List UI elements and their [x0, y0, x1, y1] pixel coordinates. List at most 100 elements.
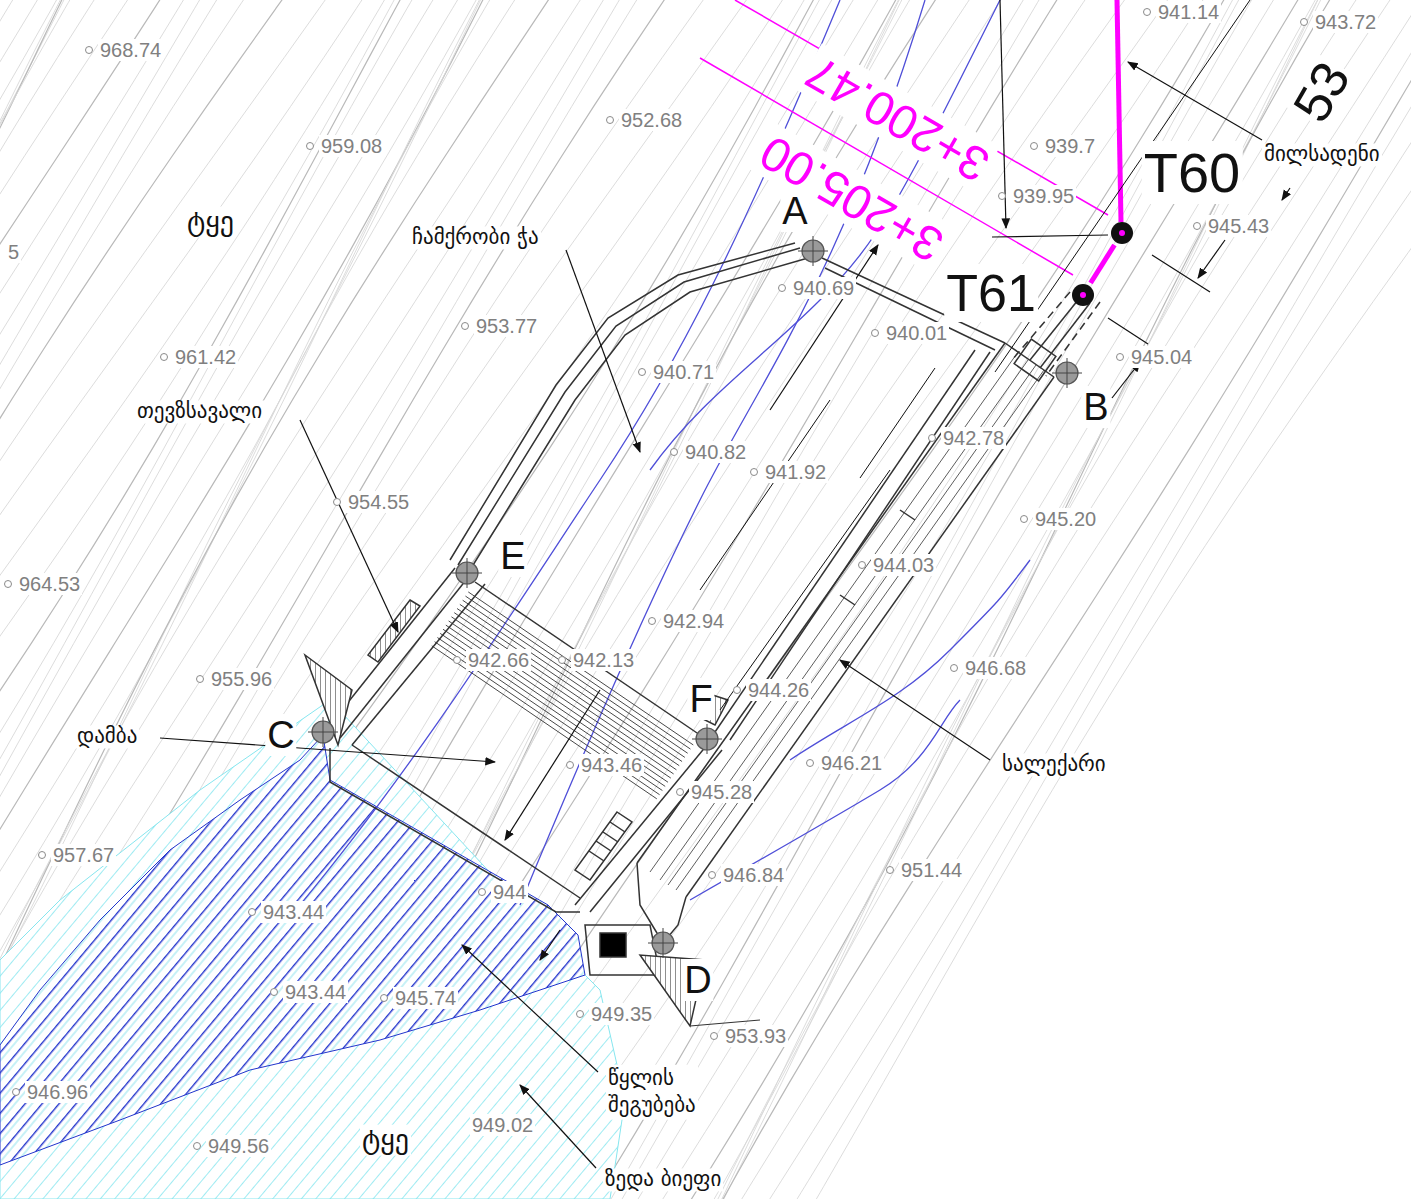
reference-line — [992, 235, 1108, 237]
part-name: ზედა ბიეფი — [603, 1168, 723, 1191]
label-box: 949.56 — [193, 1135, 271, 1157]
elevation-label: 955.96 — [209, 668, 274, 690]
elevation-point — [1030, 142, 1038, 150]
elevation-point — [306, 142, 314, 150]
label-box: თევზსავალი — [135, 400, 264, 423]
area-name: ტყე — [185, 207, 236, 238]
marker-cross — [1067, 358, 1068, 388]
elevation-point — [160, 353, 168, 361]
step — [603, 832, 618, 842]
point-symbol — [1055, 361, 1079, 385]
elevation-label: 946.96 — [25, 1081, 90, 1103]
wall — [575, 745, 707, 905]
survey-point: D — [651, 931, 675, 955]
wall — [458, 248, 800, 565]
elevation-point — [193, 1142, 201, 1150]
marker-cross — [323, 717, 324, 747]
contour — [546, 0, 1298, 1199]
contour — [300, 0, 840, 905]
elevation-label: 5 — [6, 241, 21, 263]
label-box: 953.93 — [710, 1025, 788, 1047]
fish-pass-steps — [368, 600, 420, 662]
contour — [650, 0, 1000, 470]
label-box: 946.68 — [950, 657, 1028, 679]
flow-arrow — [540, 930, 560, 960]
label-box: 941.92 — [750, 461, 828, 483]
label-box: 939.95 — [998, 185, 1076, 207]
point-symbol — [695, 727, 719, 751]
label-box: მილსადენი — [1262, 143, 1382, 166]
step — [589, 851, 604, 861]
elevation-label: 939.95 — [1011, 185, 1076, 207]
step — [596, 841, 611, 851]
marker-cross — [813, 236, 814, 266]
elevation-label: 940.69 — [791, 277, 856, 299]
wall — [340, 575, 470, 738]
point-label: T61 — [944, 264, 1038, 322]
reservoir-area — [0, 735, 585, 1165]
elevation-label: 945.20 — [1033, 508, 1098, 530]
label-box: სალექარი — [1000, 753, 1108, 776]
elevation-point — [270, 988, 278, 996]
dam-line — [435, 642, 660, 795]
elevation-label: 952.68 — [619, 109, 684, 131]
label-box: 940.69 — [778, 277, 856, 299]
area-name: ტყე — [360, 1125, 411, 1156]
leader — [1128, 62, 1262, 140]
elevation-label: 941.92 — [763, 461, 828, 483]
dam-edge — [352, 745, 580, 898]
basin-wall — [637, 343, 1005, 863]
point-label: F — [687, 678, 714, 720]
point-label-box: F — [687, 680, 714, 718]
elevation-label: 957.67 — [51, 844, 116, 866]
survey-point: F — [695, 727, 719, 751]
contour — [723, 0, 1411, 1199]
survey-point: B — [1055, 361, 1079, 385]
elevation-point — [1193, 222, 1201, 230]
elevation-label: 944.26 — [746, 679, 811, 701]
elevation-label: 951.44 — [899, 859, 964, 881]
label-box: 954.55 — [333, 491, 411, 513]
elevation-point — [248, 908, 256, 916]
contour — [504, 0, 1275, 1199]
elevation-label: 953.77 — [474, 315, 539, 337]
elevation-label: 943.46 — [579, 754, 644, 776]
contour — [708, 0, 1411, 1199]
contour — [577, 0, 1322, 1199]
dimension-arrow — [1198, 240, 1225, 278]
elevation-label: 943.44 — [283, 981, 348, 1003]
survey-point: A — [801, 239, 825, 263]
pipe-node-center — [1119, 230, 1125, 236]
elevation-label: 943.72 — [1313, 11, 1378, 33]
elevation-point — [710, 1032, 718, 1040]
elevation-label: 942.78 — [941, 427, 1006, 449]
contour — [703, 0, 1411, 1199]
wall — [730, 352, 990, 740]
point-label: D — [682, 959, 713, 1001]
wall — [470, 258, 808, 570]
elevation-label: 943.44 — [261, 901, 326, 923]
part-name: წყლის შეგუბება — [606, 1065, 698, 1120]
elevation-point — [1116, 353, 1124, 361]
pipe-node-dot — [1111, 222, 1133, 244]
label-box: 943.44 — [270, 981, 348, 1003]
elevation-point — [708, 871, 716, 879]
elevation-label: 940.71 — [651, 361, 716, 383]
contour — [0, 0, 732, 1199]
pipeline-point: T61 — [1071, 283, 1095, 307]
point-label: E — [498, 535, 527, 577]
dam-line — [440, 633, 665, 786]
elevation-point — [12, 1088, 20, 1096]
contour — [0, 0, 827, 1199]
elevation-point — [778, 284, 786, 292]
contour — [0, 0, 775, 1199]
label-box: 949.02 — [470, 1114, 535, 1136]
headworks-structure — [305, 243, 1100, 1026]
label-box: ტყე — [185, 207, 236, 238]
steps — [575, 812, 632, 880]
elevation-point — [380, 994, 388, 1002]
label-box: 949.35 — [576, 1003, 654, 1025]
elevation-label: 942.66 — [466, 649, 531, 671]
label-box: 952.68 — [606, 109, 684, 131]
